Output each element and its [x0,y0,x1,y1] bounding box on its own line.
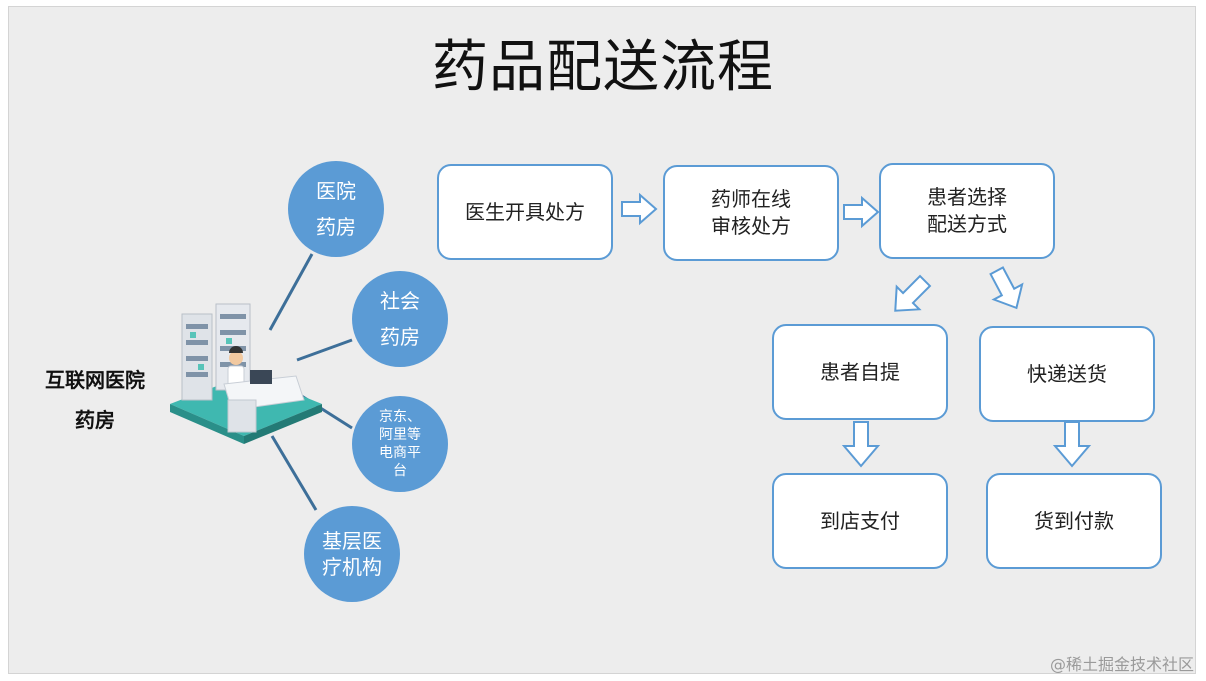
watermark: @稀土掘金技术社区 [1049,655,1194,674]
pharmacist-illustration [170,303,322,444]
flow-step-review: 药师在线 审核处方 [663,165,839,261]
flow-step-choose-delivery: 患者选择 配送方式 [879,163,1055,259]
flow-cash-on-delivery: 货到付款 [986,473,1162,569]
flow-pay-in-store: 到店支付 [772,473,948,569]
page-title: 药品配送流程 [432,35,774,100]
node-primary-care: 基层医 疗机构 [304,506,400,602]
arrow-to-cod [1052,421,1092,468]
internet-hospital-label: 互联网医院 药房 [45,368,145,432]
arrow-step2-to-step3 [843,195,880,229]
link-hospital-pharmacy [268,253,314,331]
arrow-step1-to-step2 [621,192,658,226]
arrow-to-pay-in-store [841,421,881,468]
flow-step-prescribe: 医生开具处方 [437,164,613,260]
link-primary-care [270,435,318,511]
link-community-pharmacy [296,338,353,362]
node-ecommerce: 京东、 阿里等 电商平 台 [352,396,448,492]
arrow-to-self-pickup [894,274,932,312]
node-hospital-pharmacy: 医院 药房 [288,161,384,257]
node-community-pharmacy: 社会 药房 [352,271,448,367]
arrow-to-express [989,266,1024,310]
flow-express-delivery: 快递送货 [979,326,1155,422]
flow-self-pickup: 患者自提 [772,324,948,420]
